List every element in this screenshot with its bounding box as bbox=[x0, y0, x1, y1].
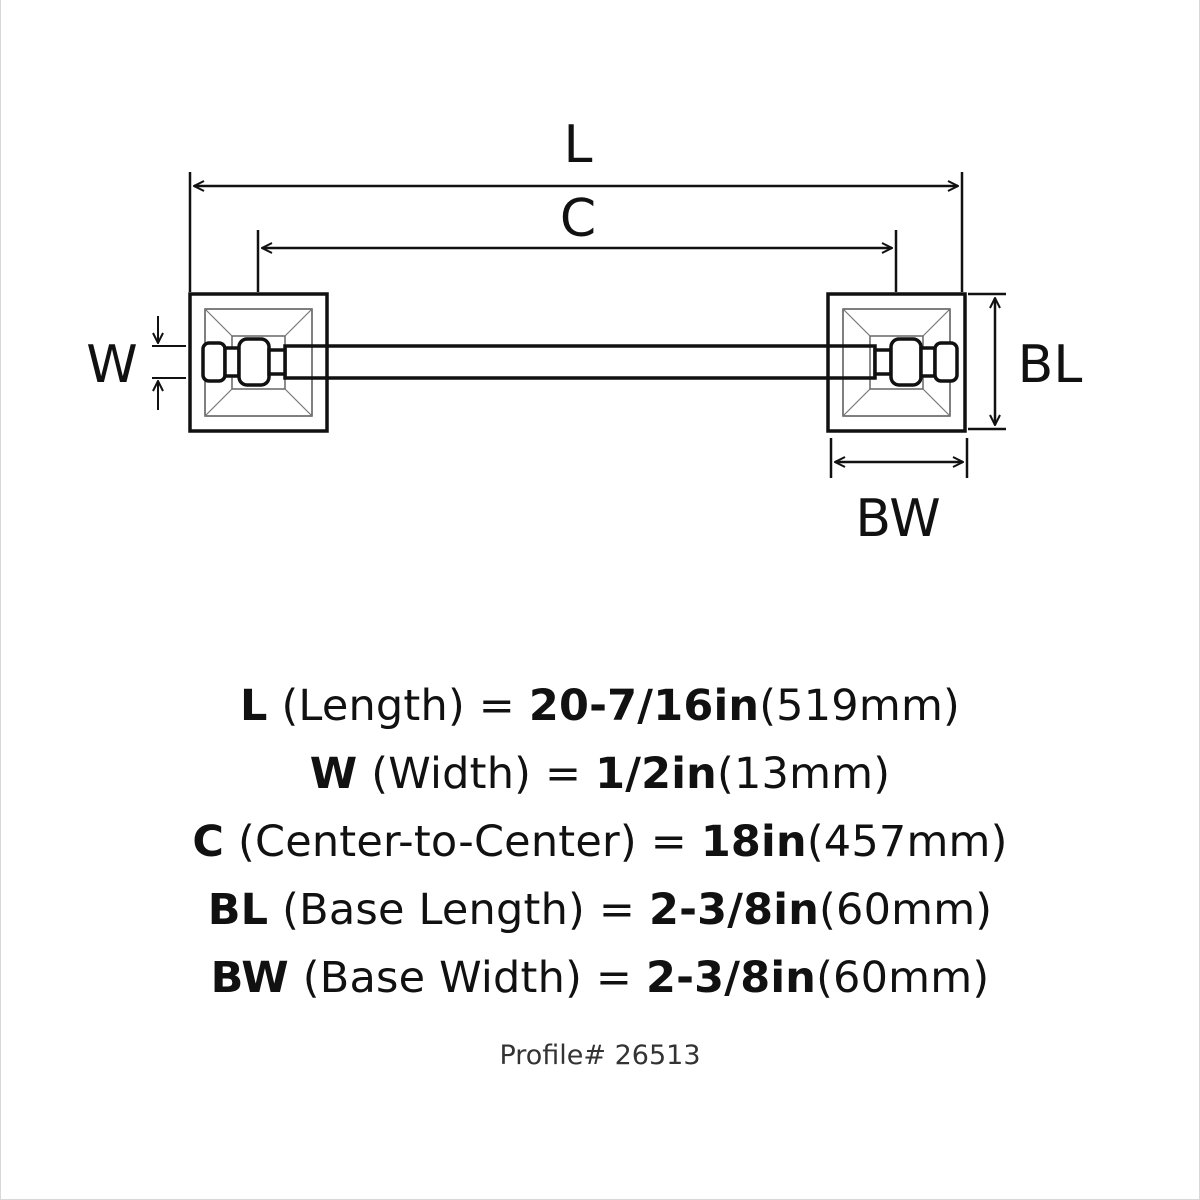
spec-key: L bbox=[239, 681, 268, 731]
spec-key: C bbox=[192, 817, 225, 867]
base-width-dimension bbox=[829, 438, 969, 478]
center-to-center-dimension bbox=[256, 230, 898, 292]
towel-bar bbox=[283, 344, 877, 380]
spec-imperial: 2-3/8in bbox=[648, 885, 820, 935]
spec-description: (Base Width) = bbox=[288, 953, 647, 1003]
spec-metric: (457mm) bbox=[806, 817, 1008, 867]
spec-row-base-width: BW (Base Width) = 2-3/8in(60mm) bbox=[0, 944, 1200, 1012]
base-width-label: BW bbox=[855, 489, 940, 549]
spec-metric: (519mm) bbox=[759, 681, 961, 731]
spec-row-width: W (Width) = 1/2in(13mm) bbox=[0, 740, 1200, 808]
spec-key: BL bbox=[207, 885, 269, 935]
right-base-plate bbox=[826, 292, 967, 433]
spec-imperial: 2-3/8in bbox=[646, 953, 817, 1003]
spec-imperial: 20-7/16in bbox=[528, 681, 760, 731]
spec-imperial: 18in bbox=[700, 817, 807, 867]
left-post bbox=[201, 337, 287, 387]
width-dimension bbox=[152, 316, 186, 410]
spec-description: (Center-to-Center) = bbox=[224, 817, 701, 867]
spec-description: (Base Length) = bbox=[268, 885, 649, 935]
spec-key: W bbox=[309, 749, 358, 799]
profile-number: Profile# 26513 bbox=[499, 1040, 701, 1071]
spec-metric: (13mm) bbox=[717, 749, 891, 799]
base-length-label: BL bbox=[1018, 335, 1083, 395]
spec-row-base-length: BL (Base Length) = 2-3/8in(60mm) bbox=[0, 876, 1200, 944]
towel-bar-dimension-diagram: L C W BL BW bbox=[86, 115, 1083, 549]
spec-imperial: 1/2in bbox=[595, 749, 717, 799]
dimension-specs: L (Length) = 20-7/16in(519mm) W (Width) … bbox=[0, 672, 1200, 1012]
spec-metric: (60mm) bbox=[816, 953, 990, 1003]
width-label: W bbox=[86, 335, 137, 395]
base-length-dimension bbox=[968, 292, 1006, 431]
spec-description: (Width) = bbox=[357, 749, 596, 799]
spec-description: (Length) = bbox=[267, 681, 529, 731]
center-to-center-label: C bbox=[560, 189, 596, 249]
spec-row-center-to-center: C (Center-to-Center) = 18in(457mm) bbox=[0, 808, 1200, 876]
spec-key: BW bbox=[210, 953, 289, 1003]
length-label: L bbox=[564, 115, 593, 175]
spec-metric: (60mm) bbox=[819, 885, 993, 935]
length-dimension bbox=[188, 172, 964, 292]
right-post bbox=[873, 337, 959, 387]
spec-row-length: L (Length) = 20-7/16in(519mm) bbox=[0, 672, 1200, 740]
